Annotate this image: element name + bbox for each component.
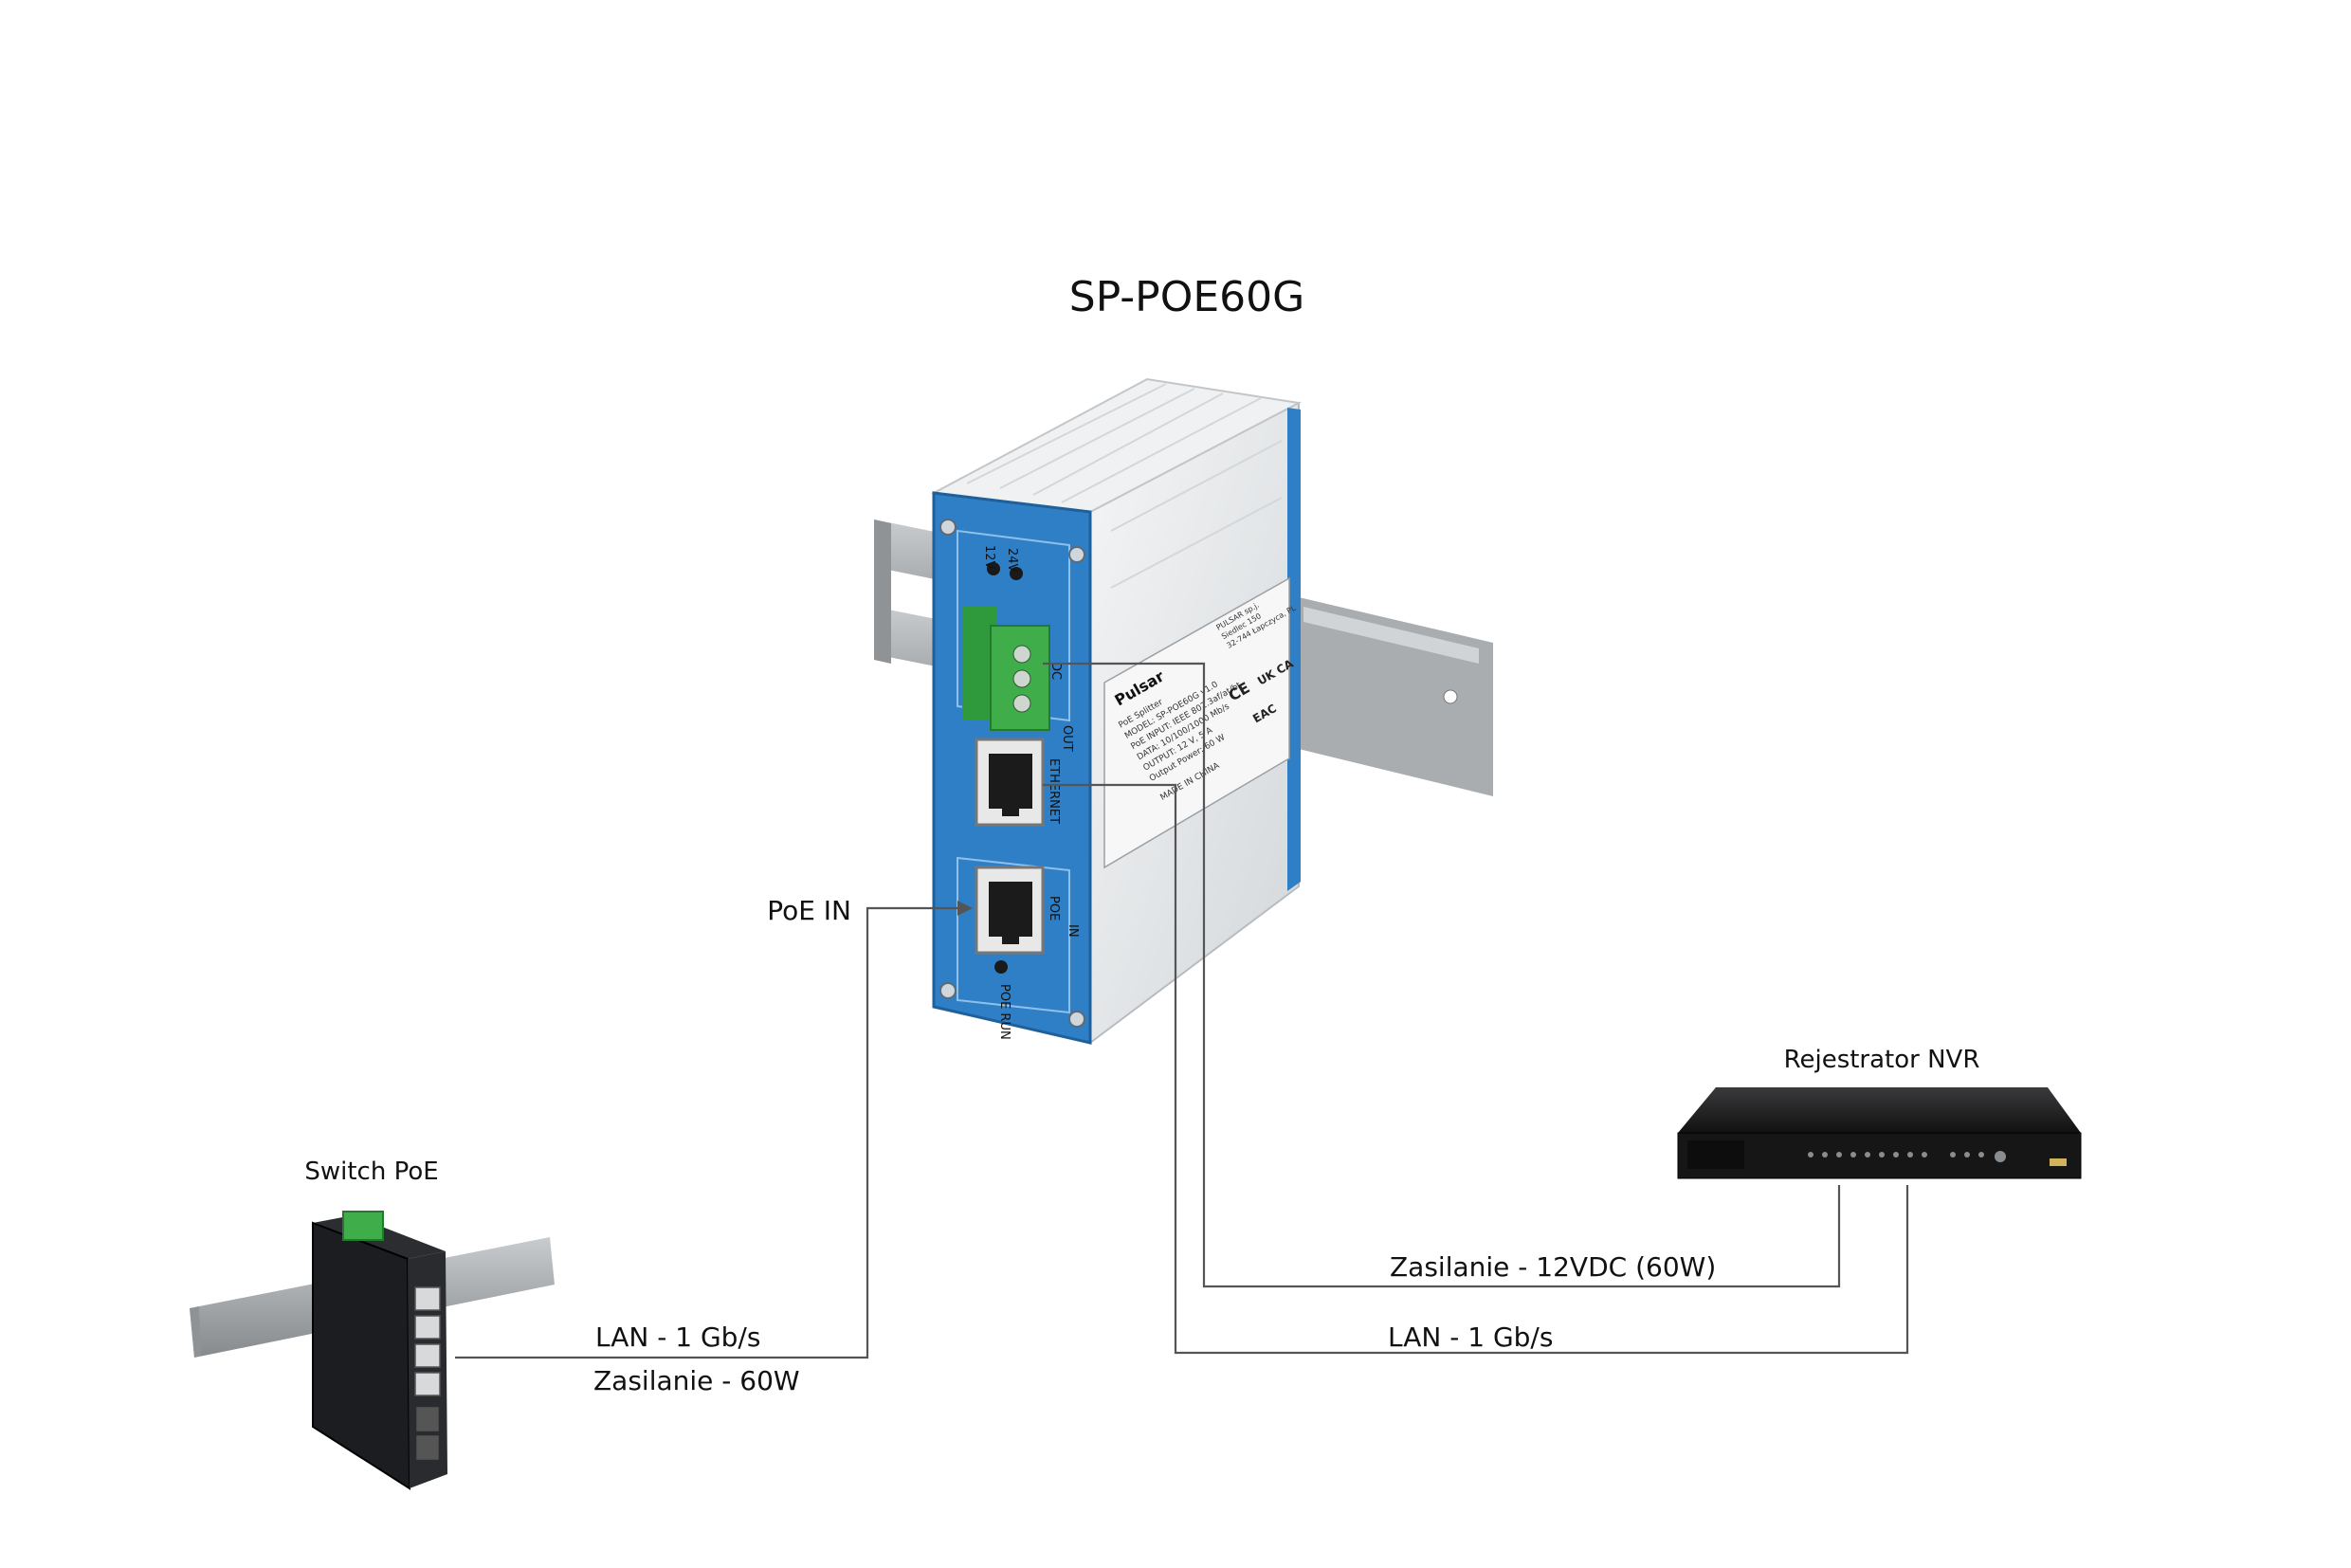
- poe-in-arrow-head: [957, 901, 973, 916]
- ethernet-out-port[interactable]: [975, 738, 1045, 827]
- led-12v-label: 12V: [982, 545, 996, 570]
- poe-wire: [455, 906, 969, 1359]
- power-wire: [1043, 662, 1841, 1288]
- lan-wire: [1043, 783, 1909, 1355]
- switch-label: Switch PoE: [304, 1158, 438, 1186]
- nvr-lan-label: LAN - 1 Gb/s: [1388, 1322, 1553, 1353]
- panel-label-poe-run: POE RUN: [997, 984, 1011, 1040]
- led-24v-label: 24V: [1005, 548, 1019, 573]
- poe-switch-device: [190, 1211, 555, 1490]
- dc-terminal-block[interactable]: [962, 607, 1050, 731]
- panel-label-out: OUT: [1060, 725, 1074, 752]
- poe-in-port[interactable]: [975, 866, 1045, 955]
- panel-label-ethernet: ETHERNET: [1047, 758, 1061, 824]
- panel-label-in: IN: [1066, 924, 1080, 938]
- switch-terminal-block: [342, 1211, 384, 1241]
- switch-ports: [414, 1286, 441, 1460]
- rating-plate: Pulsar PoE Splitter MODEL: SP-POE60G v1.…: [1103, 576, 1298, 869]
- nvr-device: [1677, 1087, 2082, 1179]
- poe-splitter-device: 12V 24V DC OUT ETHERNET POE IN P: [874, 377, 1493, 1045]
- poe-in-label: PoE IN: [767, 895, 851, 926]
- nvr-power-label: Zasilanie - 12VDC (60W): [1390, 1251, 1716, 1283]
- led-24v: [1010, 567, 1023, 580]
- led-12v: [987, 562, 1000, 575]
- panel-label-dc: DC: [1048, 662, 1063, 680]
- nvr-label: Rejestrator NVR: [1784, 1046, 1980, 1074]
- panel-label-poe: POE: [1047, 896, 1061, 921]
- poe-run-led: [994, 960, 1008, 974]
- led-indicators: 12V 24V: [982, 545, 1023, 580]
- switch-power-label: Zasilanie - 60W: [593, 1365, 800, 1396]
- diagram-title: SP-POE60G: [1069, 273, 1304, 321]
- switch-lan-label: LAN - 1 Gb/s: [595, 1322, 760, 1353]
- wiring: [455, 662, 1909, 1359]
